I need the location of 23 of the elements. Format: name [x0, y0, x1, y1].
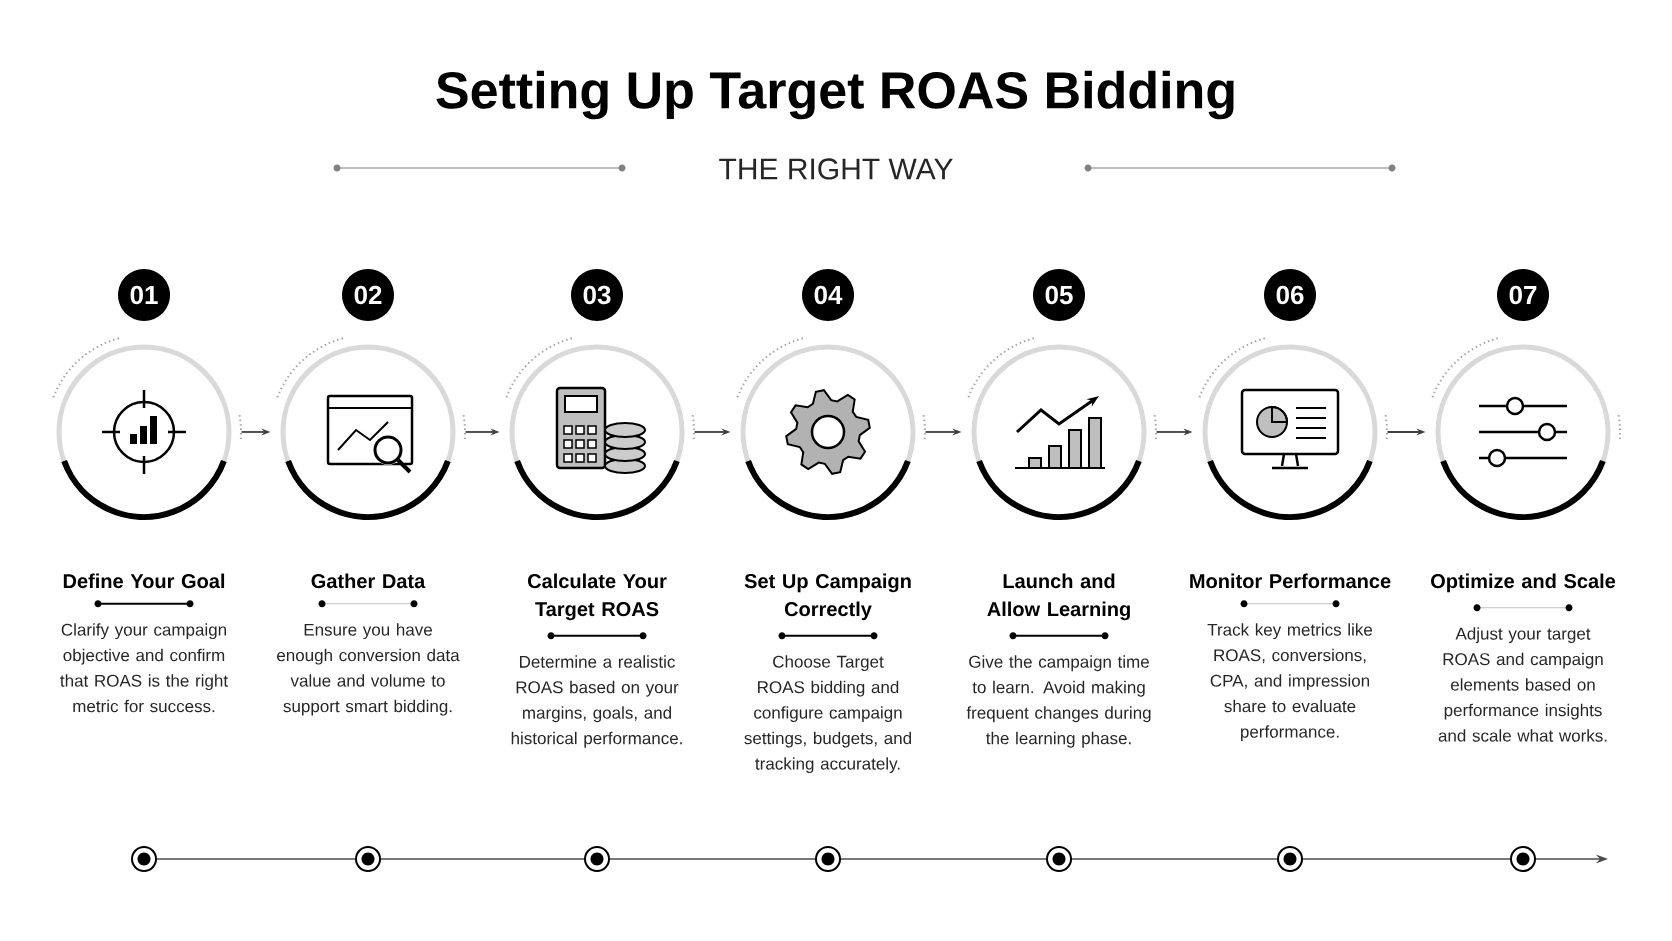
step-heading: Set Up Campaign Correctly [744, 573, 911, 621]
step-description: Track key metrics like ROAS, conversions, CPA, and impression share to evaluate performance. [1207, 623, 1373, 742]
subtitle: THE RIGHT WAY [719, 158, 953, 180]
step-number-badge: 04 [802, 269, 854, 321]
step-number-badge: 02 [342, 269, 394, 321]
step-heading: Optimize and Scale [1431, 573, 1616, 593]
step-description: Determine a realistic ROAS based on your margins, goals, and historical performance. [511, 655, 682, 748]
step-description: Ensure you have enough conversion data value and volume to support smart bidding. [277, 623, 460, 716]
step-heading: Gather Data [311, 573, 426, 589]
step-number-badge: 07 [1497, 269, 1549, 321]
step-description: Give the campaign time to learn. Avoid making frequent changes during the learning phase. [966, 655, 1151, 748]
step-heading: Monitor Performance [1190, 573, 1391, 589]
step-description: Adjust your target ROAS and campaign elements based on performance insights and scale what works. [1438, 627, 1607, 742]
step-number-badge: 03 [571, 269, 623, 321]
step-number-badge: 01 [118, 269, 170, 321]
step-number-badge: 06 [1264, 269, 1316, 321]
step-heading: Launch and Allow Learning [987, 573, 1130, 621]
step-heading: Define Your Goal [63, 573, 225, 589]
step-description: Clarify your campaign objective and confirm that ROAS is the right metric for success. [60, 623, 228, 713]
step-heading: Calculate Your Target ROAS [528, 573, 667, 621]
step-description: Choose Target ROAS bidding and configure campaign settings, budgets, and tracking accurately. [744, 655, 911, 774]
title: Setting Up Target ROAS Bidding [436, 70, 1234, 120]
step-number-badge: 05 [1033, 269, 1085, 321]
